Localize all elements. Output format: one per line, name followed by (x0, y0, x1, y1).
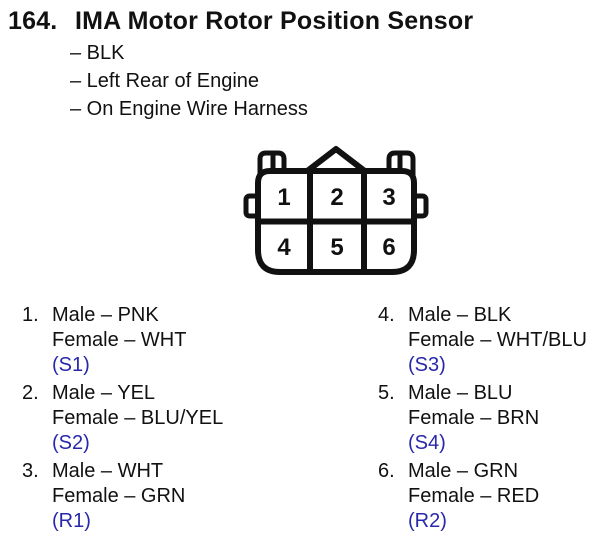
pin-male-wire: Male – BLU (408, 382, 513, 404)
page-title: IMA Motor Rotor Position Sensor (75, 7, 474, 35)
cavity-number-1: 1 (277, 184, 290, 211)
cavity-number-2: 2 (330, 184, 343, 211)
pin-code: (S4) (408, 432, 446, 454)
detail-item-location: – Left Rear of Engine (70, 70, 260, 92)
pin-male-wire: Male – PNK (52, 304, 159, 326)
pin-male-wire: Male – BLK (408, 304, 512, 326)
pin-entry-5: 5. Male – BLU Female – BRN (S4) (378, 381, 587, 456)
pin-code: (S1) (52, 354, 90, 376)
cavity-number-5: 5 (330, 234, 343, 261)
cavity-number-6: 6 (382, 234, 395, 261)
pin-code: (R2) (408, 510, 447, 532)
pin-male-wire: Male – GRN (408, 460, 519, 482)
pin-female-wire: Female – GRN (52, 485, 186, 507)
section-heading: 164. IMA Motor Rotor Position Sensor (8, 7, 473, 36)
pin-female-wire: Female – WHT/BLU (408, 329, 587, 351)
pin-entry-1: 1. Male – PNK Female – WHT (S1) (22, 303, 223, 378)
pin-number: 4. (378, 304, 395, 326)
detail-list: – BLK – Left Rear of Engine – On Engine … (70, 39, 308, 123)
pin-male-wire: Male – WHT (52, 460, 164, 482)
cavity-number-4: 4 (277, 234, 291, 261)
section-number: 164. (8, 7, 58, 35)
pin-entry-4: 4. Male – BLK Female – WHT/BLU (S3) (378, 303, 587, 378)
connector-diagram: 1 2 3 4 5 6 (243, 146, 429, 275)
pin-code: (S2) (52, 432, 90, 454)
pin-number: 3. (22, 460, 39, 482)
pin-list-left: 1. Male – PNK Female – WHT (S1) 2. Male – … (22, 303, 223, 537)
pin-female-wire: Female – RED (408, 485, 540, 507)
pin-number: 6. (378, 460, 395, 482)
pin-code: (R1) (52, 510, 91, 532)
pin-male-wire: Male – YEL (52, 382, 156, 404)
pin-entry-3: 3. Male – WHT Female – GRN (R1) (22, 459, 223, 534)
pin-female-wire: Female – WHT (52, 329, 187, 351)
pin-number: 5. (378, 382, 395, 404)
detail-item-harness: – On Engine Wire Harness (70, 98, 308, 120)
pin-female-wire: Female – BRN (408, 407, 540, 429)
cavity-number-3: 3 (382, 184, 395, 211)
pin-code: (S3) (408, 354, 446, 376)
detail-item-color: – BLK (70, 42, 125, 64)
pin-list-right: 4. Male – BLK Female – WHT/BLU (S3) 5. Mal… (378, 303, 587, 537)
pin-entry-2: 2. Male – YEL Female – BLU/YEL (S2) (22, 381, 223, 456)
pin-number: 1. (22, 304, 39, 326)
pin-entry-6: 6. Male – GRN Female – RED (R2) (378, 459, 587, 534)
pin-female-wire: Female – BLU/YEL (52, 407, 224, 429)
pin-number: 2. (22, 382, 39, 404)
